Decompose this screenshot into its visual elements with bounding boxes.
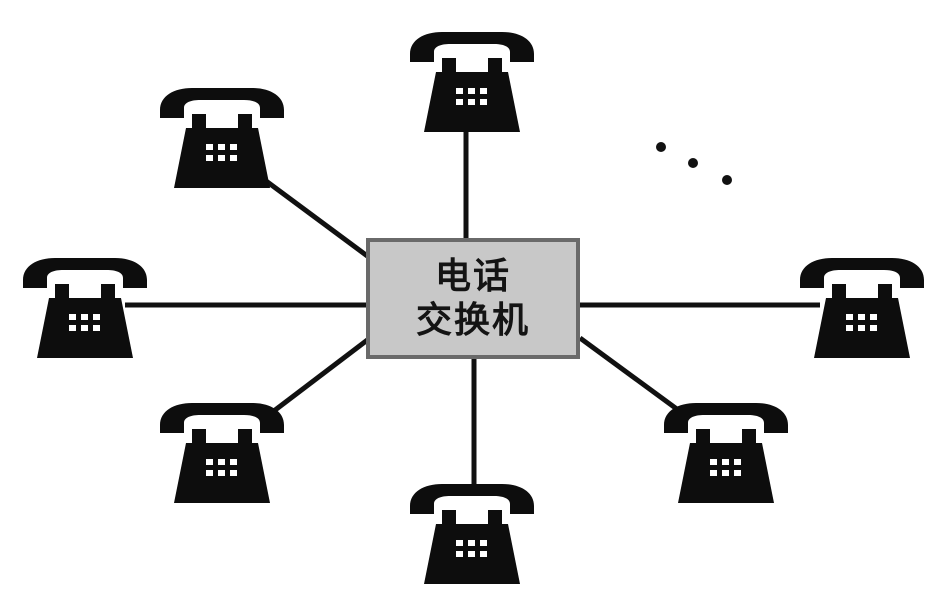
link-lower-right (578, 335, 687, 418)
telephone-icon-lower-left (160, 403, 284, 503)
telephone-icon-lower-right (664, 403, 788, 503)
telephone-switch-node: 电话 交换机 (366, 238, 580, 359)
telephone-icon-left (23, 258, 147, 358)
telephone-icon-right (800, 258, 924, 358)
link-upper-left (256, 172, 372, 261)
switch-label-line1: 电话 (434, 255, 511, 297)
telephone-icon-upper-left (160, 88, 284, 188)
link-lower-left (260, 336, 372, 422)
ellipsis-dot (688, 158, 698, 168)
ellipsis-icon (656, 142, 732, 185)
ellipsis-dot (656, 142, 666, 152)
telephone-icon-top (410, 32, 534, 132)
ellipsis-dot (722, 175, 732, 185)
connection-lines (125, 130, 820, 490)
switch-label-line2: 交换机 (415, 299, 530, 341)
telephone-icon-bottom (410, 484, 534, 584)
